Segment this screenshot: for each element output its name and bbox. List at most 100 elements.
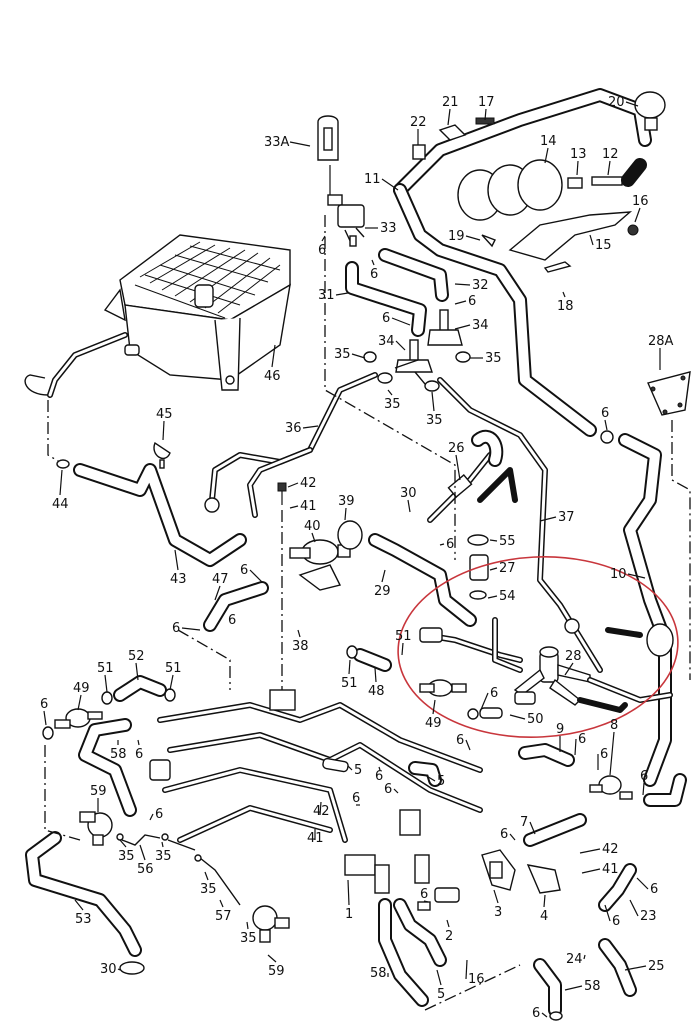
callout-leader-line: [395, 340, 406, 351]
callout-number: 35: [485, 351, 502, 366]
callout-number: 57: [215, 909, 232, 924]
callout-number: 28A: [648, 334, 674, 349]
callout-leader-line: [493, 889, 499, 904]
valve-2: [417, 887, 460, 911]
callout-number: 6: [370, 267, 378, 282]
callout-number: 6: [500, 827, 508, 842]
callout-5: 5: [347, 763, 362, 778]
callout-number: 6: [382, 311, 390, 326]
callout-leader-line: [424, 774, 436, 782]
callout-number: 9: [556, 722, 564, 737]
callout-number: 48: [368, 684, 385, 699]
callout-54: 54: [487, 589, 516, 604]
callout-leader-line: [249, 569, 263, 583]
callout-leader-line: [149, 813, 154, 821]
callout-6: 6: [420, 887, 428, 903]
callout-number: 58: [370, 966, 387, 981]
callout-leader-line: [169, 674, 174, 691]
callout-leader-line: [271, 344, 276, 368]
callout-number: 20: [608, 95, 625, 110]
callout-25: 25: [624, 959, 665, 974]
callout-number: 30: [100, 962, 117, 977]
callout-6: 6: [228, 613, 236, 628]
hose-37: [437, 377, 603, 673]
callout-22: 22: [410, 115, 427, 145]
callout-28: 28: [564, 649, 582, 676]
callout-leader-line: [407, 499, 411, 513]
callout-number: 41: [602, 862, 619, 877]
callout-number: 51: [165, 661, 182, 676]
callout-56: 56: [137, 844, 154, 877]
callout-6: 6: [574, 732, 586, 756]
callout-59: 59: [90, 784, 107, 812]
callout-number: 31: [318, 288, 335, 303]
callout-number: 6: [318, 243, 326, 258]
callout-number: 39: [338, 494, 355, 509]
callout-leader-line: [455, 454, 461, 481]
callout-48: 48: [368, 667, 385, 699]
callout-leader-line: [321, 235, 326, 242]
callout-6: 6: [597, 747, 608, 770]
callout-leader-line: [137, 739, 140, 746]
callout-number: 59: [268, 964, 285, 979]
callout-leader-line: [479, 692, 489, 713]
callout-number: 32: [472, 278, 489, 293]
callout-58: 58: [110, 740, 127, 762]
callout-34: 34: [454, 318, 489, 333]
callout-number: 38: [292, 639, 309, 654]
callout-leader-line: [642, 782, 645, 796]
callout-leader-line: [104, 674, 108, 693]
callout-leader-line: [387, 389, 393, 396]
callout-leader-line: [391, 317, 411, 326]
callout-number: 6: [650, 882, 658, 897]
callout-11: 11: [364, 172, 399, 191]
callout-leader-line: [465, 959, 468, 980]
callout-number: 2: [445, 929, 453, 944]
mount-3: [481, 849, 516, 891]
callout-leader-line: [378, 766, 381, 771]
callout-number: 58: [584, 979, 601, 994]
callout-leader-line: [77, 694, 82, 711]
callout-6: 6: [604, 904, 620, 929]
callout-number: 42: [602, 842, 619, 857]
callout-42: 42: [579, 842, 619, 857]
callout-58: 58: [370, 966, 389, 981]
hose-25: [598, 938, 637, 997]
callout-leader-line: [465, 739, 471, 751]
callout-6: 6: [352, 791, 360, 806]
callout-leader-line: [302, 425, 319, 429]
callout-6: 6: [384, 782, 399, 797]
callout-6: 6: [439, 537, 454, 552]
callout-leader-line: [544, 147, 549, 164]
callout-number: 37: [558, 510, 575, 525]
callout-39: 39: [338, 494, 355, 521]
hose-31: [345, 261, 427, 337]
callout-10: 10: [610, 567, 646, 582]
callout-leader-line: [204, 871, 209, 881]
callout-number: 13: [570, 147, 587, 162]
callout-number: 19: [448, 229, 465, 244]
callout-31: 31: [318, 288, 349, 303]
callout-number: 50: [527, 712, 544, 727]
callout-number: 7: [520, 815, 528, 830]
callout-35: 35: [240, 921, 257, 946]
callout-26: 26: [448, 441, 465, 481]
callout-leader-line: [319, 801, 322, 816]
callout-number: 1: [345, 907, 353, 922]
callout-leader-line: [574, 738, 577, 756]
callout-59: 59: [267, 954, 285, 979]
callout-number: 6: [446, 537, 454, 552]
hose-7: [523, 813, 587, 847]
valve-8: [589, 773, 687, 807]
callout-16: 16: [465, 959, 485, 987]
callout-number: 42: [313, 804, 330, 819]
callout-number: 43: [170, 572, 187, 587]
callout-leader-line: [381, 178, 399, 191]
callout-35: 35: [118, 839, 135, 864]
callout-leader-line: [289, 141, 311, 147]
callout-leader-line: [625, 101, 639, 107]
hose-44: [24, 332, 247, 567]
callout-49: 49: [425, 699, 442, 731]
callout-leader-line: [447, 108, 451, 126]
callout-55: 55: [489, 534, 516, 549]
